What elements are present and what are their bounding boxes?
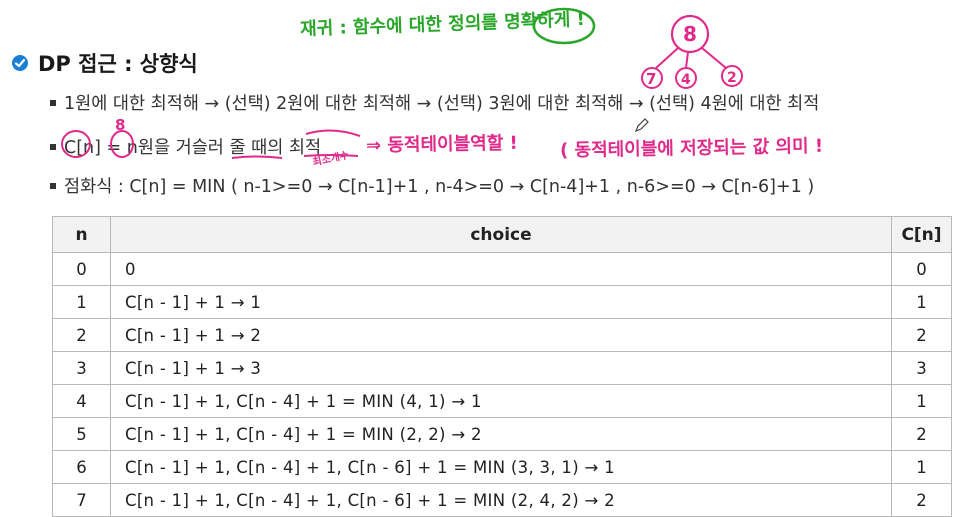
tree-child-label: 4: [681, 72, 691, 88]
cell-cn: 0: [891, 252, 952, 286]
column-header-n: n: [52, 216, 111, 253]
cell-cn: 1: [891, 450, 952, 484]
green-handwritten-note: 재귀 : 함수에 대한 정의를 명확하게 !: [299, 9, 586, 40]
cell-choice: C[n - 1] + 1 → 3: [110, 351, 892, 385]
cell-cn: 2: [891, 417, 952, 451]
tree-root-label: 8: [683, 22, 697, 46]
column-header-cn: C[n]: [891, 216, 952, 253]
cell-n: 6: [52, 450, 111, 484]
cell-cn: 2: [891, 318, 952, 352]
cell-n: 4: [52, 384, 111, 418]
table-header-row: n choice C[n]: [52, 216, 952, 253]
cell-choice: C[n - 1] + 1, C[n - 4] + 1 = MIN (4, 1) …: [110, 384, 892, 418]
cell-n: 3: [52, 351, 111, 385]
cell-n: 2: [52, 318, 111, 352]
mark-over-n: 8: [115, 116, 125, 134]
bullet-square-icon: [50, 182, 56, 189]
check-circle-icon: [12, 55, 28, 71]
bullet-square-icon: [50, 143, 56, 150]
cell-cn: 1: [891, 384, 952, 418]
section-heading: DP 접근 : 상향식: [12, 48, 198, 78]
bullet-text: 점화식 : C[n] = MIN ( n-1>=0 → C[n-1]+1 , n…: [64, 177, 815, 197]
pink-handwritten-note: ⇒ 동적테이블역할 !: [365, 132, 518, 157]
cell-choice: C[n - 1] + 1 → 1: [110, 285, 892, 319]
pen-cursor-icon: [634, 118, 649, 133]
cell-n: 5: [52, 417, 111, 451]
cell-choice: 0: [110, 252, 892, 286]
bullet-item: C[n] = n원을 거슬러 줄 때의 최적: [50, 134, 321, 159]
cell-cn: 1: [891, 285, 952, 319]
tree-child-label: 7: [646, 70, 656, 88]
cell-n: 1: [52, 285, 111, 319]
tree-child-label: 2: [727, 70, 737, 86]
cell-n: 0: [52, 252, 111, 286]
cell-choice: C[n - 1] + 1, C[n - 4] + 1, C[n - 6] + 1…: [110, 450, 892, 484]
column-header-choice: choice: [110, 216, 892, 253]
cell-choice: C[n - 1] + 1, C[n - 4] + 1, C[n - 6] + 1…: [110, 483, 892, 517]
cell-n: 7: [52, 483, 111, 517]
cell-choice: C[n - 1] + 1 → 2: [110, 318, 892, 352]
bullet-text: 1원에 대한 최적해 → (선택) 2원에 대한 최적해 → (선택) 3원에 …: [64, 94, 820, 114]
bullet-item: 점화식 : C[n] = MIN ( n-1>=0 → C[n-1]+1 , n…: [50, 173, 814, 198]
cell-choice: C[n - 1] + 1, C[n - 4] + 1 = MIN (2, 2) …: [110, 417, 892, 451]
pink-handwritten-note-2: ( 동적테이블에 저장되는 값 의미 !: [559, 135, 824, 162]
bullet-square-icon: [50, 99, 56, 106]
bullet-item: 1원에 대한 최적해 → (선택) 2원에 대한 최적해 → (선택) 3원에 …: [50, 90, 819, 115]
bullet-text: C[n] = n원을 거슬러 줄 때의 최적: [64, 138, 322, 158]
page-title: DP 접근 : 상향식: [38, 52, 198, 76]
cell-cn: 2: [891, 483, 952, 517]
cell-cn: 3: [891, 351, 952, 385]
recursion-tree-sketch: 8 7 4 2: [641, 14, 743, 89]
